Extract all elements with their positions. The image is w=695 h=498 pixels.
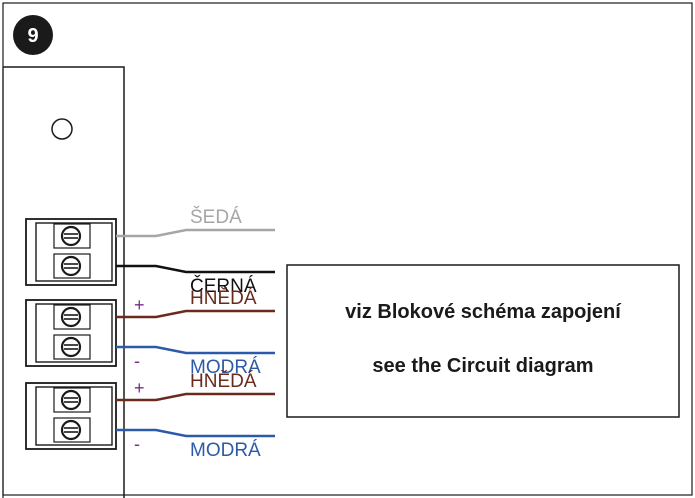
screw-icon	[60, 306, 82, 328]
terminal-block-inner	[35, 303, 113, 363]
reference-text-english: see the Circuit diagram	[372, 355, 593, 377]
screw-icon	[60, 389, 82, 411]
screw-icon	[60, 255, 82, 277]
plus-sign: +	[134, 295, 145, 315]
reference-box	[286, 264, 680, 418]
step-number: 9	[27, 25, 38, 47]
terminal-block-inner	[35, 222, 113, 282]
wire	[116, 309, 275, 319]
wire	[116, 228, 275, 238]
wire	[116, 428, 275, 438]
step-badge	[13, 15, 53, 55]
minus-sign: -	[134, 351, 140, 371]
wire	[116, 392, 275, 402]
minus-sign: -	[134, 434, 140, 454]
screw-icon	[60, 336, 82, 358]
wire-label: MODRÁ	[190, 357, 261, 378]
plus-sign: +	[134, 378, 145, 398]
terminal-block-inner	[35, 386, 113, 446]
screw-icon	[60, 225, 82, 247]
reference-text-czech: viz Blokové schéma zapojení	[345, 301, 622, 323]
wire-label: MODRÁ	[190, 440, 261, 461]
wire-label: ŠEDÁ	[190, 206, 242, 228]
board-outline	[3, 66, 125, 498]
wire-label: HNĚDÁ	[190, 287, 257, 309]
wire	[116, 345, 275, 355]
wire-label: ČERNÁ	[190, 275, 257, 297]
wire-label: HNĚDÁ	[190, 370, 257, 392]
wire	[116, 264, 275, 274]
screw-icon	[60, 419, 82, 441]
mounting-hole	[51, 118, 73, 140]
